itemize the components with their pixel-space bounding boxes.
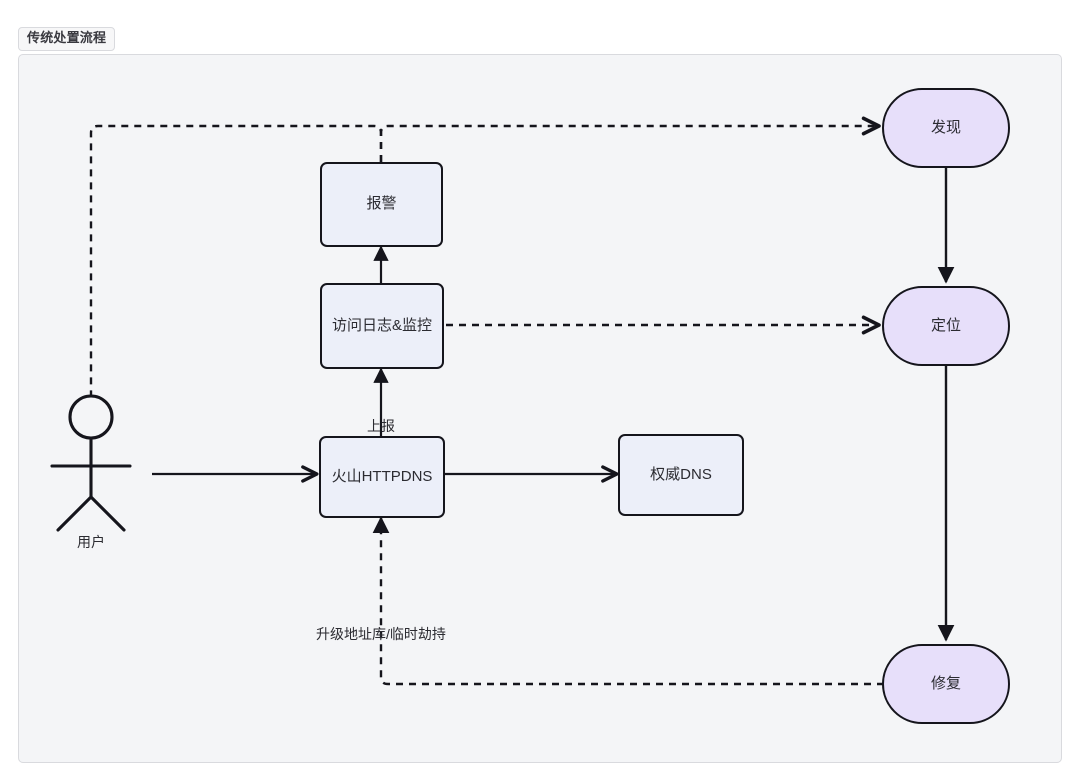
node-locate[interactable]: 定位 <box>882 286 1010 366</box>
edge-label-report: 上报 <box>367 418 395 434</box>
actor-user-label: 用户 <box>77 534 105 550</box>
panel-title-chip: 传统处置流程 <box>18 27 116 51</box>
node-repair[interactable]: 修复 <box>882 644 1010 724</box>
node-volcano-httpdns[interactable]: 火山HTTPDNS <box>319 436 445 518</box>
node-discover[interactable]: 发现 <box>882 88 1010 168</box>
node-logs-monitor[interactable]: 访问日志&监控 <box>320 283 444 369</box>
node-authoritative-dns[interactable]: 权威DNS <box>618 434 744 516</box>
edge-label-upgrade-hijack: 升级地址库/临时劫持 <box>316 626 446 642</box>
node-alert[interactable]: 报警 <box>320 162 443 247</box>
